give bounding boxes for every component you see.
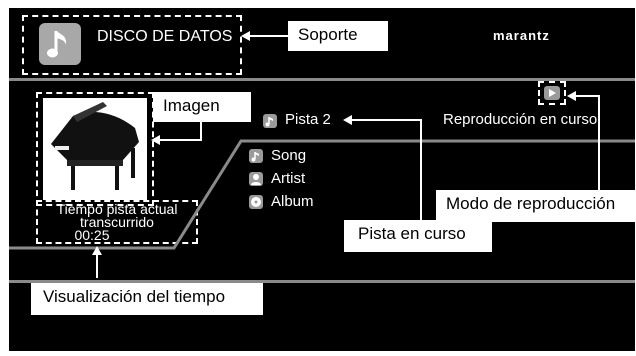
bottom-divider: [9, 280, 635, 283]
artwork-highlight: [36, 92, 154, 206]
arrow-soporte: [241, 31, 291, 41]
source-highlight: [22, 15, 242, 75]
info-song: Song: [271, 147, 307, 164]
source-label: DISCO DE DATOS: [97, 28, 233, 45]
arrow-pista: [343, 115, 422, 222]
music-note-icon: [249, 149, 263, 163]
arrow-modo: [567, 91, 600, 193]
track-icon: [263, 114, 277, 128]
player-screen: DISCO DE DATOS Soporte marantz Imagen Ti…: [9, 8, 635, 351]
elapsed-label-line2: transcurrido: [80, 214, 154, 230]
play-icon: [544, 86, 560, 100]
grand-piano-image: [43, 98, 147, 200]
time-highlight: [36, 200, 198, 244]
top-divider: [9, 78, 635, 81]
arrow-tiempo: [92, 246, 102, 278]
callout-imagen: Imagen: [153, 92, 251, 122]
callout-visualizacion-tiempo: Visualización del tiempo: [31, 283, 263, 315]
elapsed-time: 00:25: [74, 227, 110, 243]
brand-logo: marantz: [493, 28, 550, 43]
info-artist: Artist: [271, 170, 306, 187]
info-album: Album: [271, 193, 314, 210]
track-label: Pista 2: [285, 111, 331, 128]
mode-label: Reproducción en curso: [443, 111, 598, 128]
music-note-icon: [39, 23, 81, 65]
mode-highlight: [538, 81, 566, 105]
artist-icon: [249, 172, 263, 186]
arrow-imagen: [151, 120, 202, 145]
callout-modo-reproduccion: Modo de reproducción: [436, 190, 635, 222]
callout-soporte: Soporte: [288, 21, 388, 51]
middle-divider: [9, 139, 635, 250]
elapsed-label-line1: Tiempo pista actual: [56, 201, 178, 217]
album-icon: [249, 195, 263, 209]
callout-pista-en-curso: Pista en curso: [344, 220, 492, 252]
